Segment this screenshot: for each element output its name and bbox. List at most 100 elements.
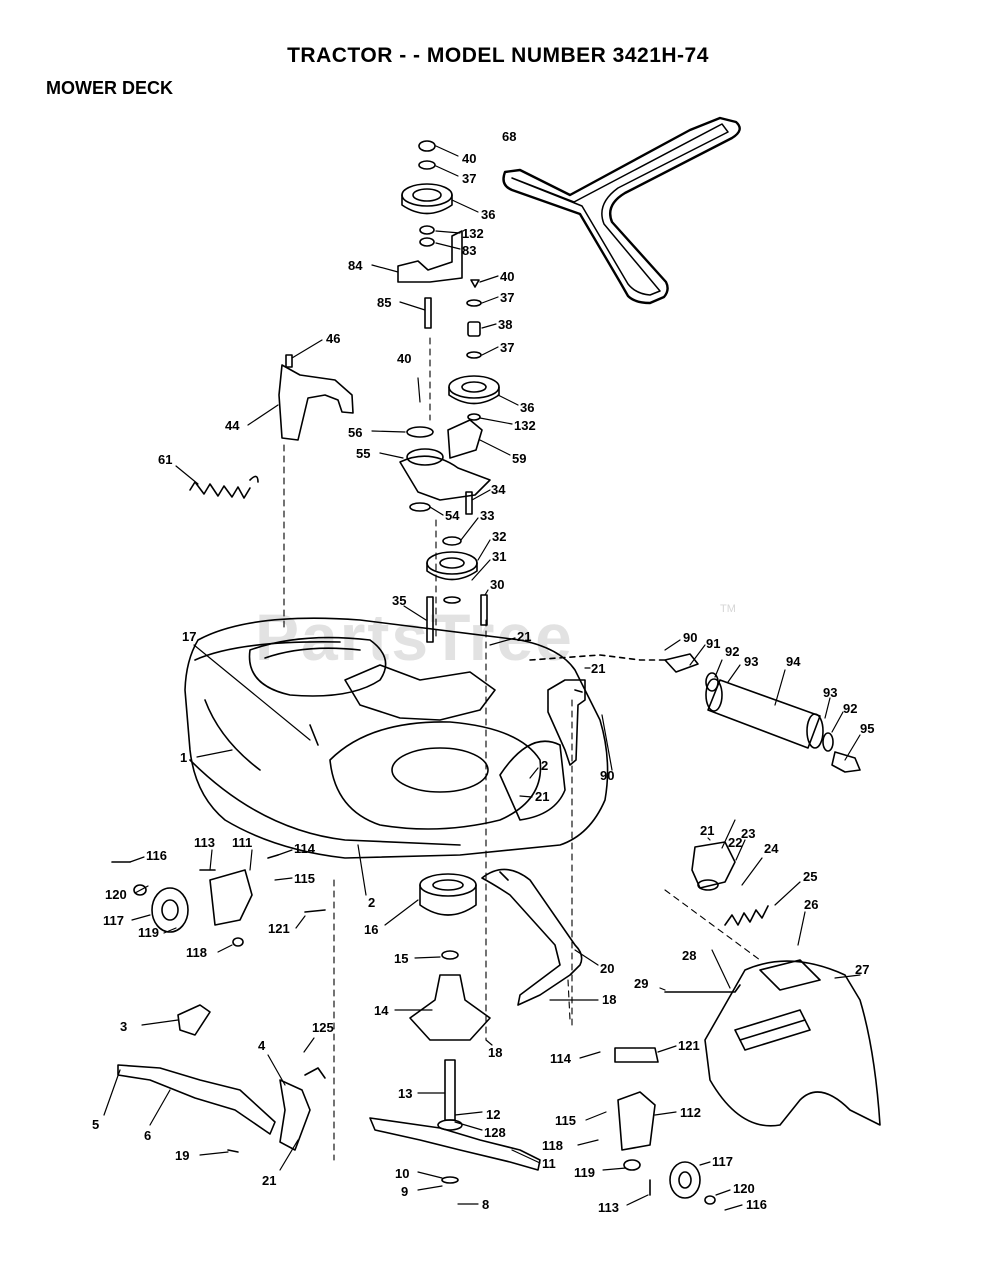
part-label: 21 [535, 789, 549, 804]
part-label: 2 [541, 758, 548, 773]
part-label: 90 [683, 630, 697, 645]
part-label: 116 [146, 848, 167, 863]
part-label: 29 [634, 976, 648, 991]
part-label: 22 [728, 835, 742, 850]
part-label: 19 [175, 1148, 189, 1163]
part-label: 132 [514, 418, 536, 433]
part-label: 114 [550, 1051, 572, 1066]
part-label: 36 [481, 207, 495, 222]
part-label: 21 [517, 629, 531, 644]
part-label: 3 [120, 1019, 127, 1034]
part-label: 59 [512, 451, 526, 466]
section-subtitle: MOWER DECK [46, 78, 173, 98]
part-label: 37 [500, 340, 514, 355]
part-label: 112 [680, 1105, 701, 1120]
part-label: 46 [326, 331, 340, 346]
part-label: 117 [103, 913, 124, 928]
part-label: 85 [377, 295, 391, 310]
part-label: 18 [602, 992, 616, 1007]
part-label: 115 [555, 1113, 576, 1128]
height-adjust-linkage [117, 1004, 326, 1153]
part-label: 119 [138, 925, 159, 940]
part-label: 61 [158, 452, 172, 467]
part-label: 118 [186, 945, 207, 960]
belt-part [502, 116, 741, 305]
part-label: 125 [312, 1020, 334, 1035]
part-label: 13 [398, 1086, 412, 1101]
part-label: 114 [294, 841, 316, 856]
part-label: 20 [600, 961, 614, 976]
part-label: 90 [600, 768, 614, 783]
hanger-bracket-part [691, 841, 769, 926]
part-label: 17 [182, 629, 196, 644]
part-label: 84 [348, 258, 363, 273]
part-label: 38 [498, 317, 512, 332]
part-label: 94 [786, 654, 801, 669]
part-label: 118 [542, 1138, 563, 1153]
part-label: 10 [395, 1166, 409, 1181]
part-label: 28 [682, 948, 696, 963]
part-label: 37 [500, 290, 514, 305]
part-label: 93 [744, 654, 758, 669]
pulley-stack-right [448, 279, 500, 421]
alignment-lines [283, 337, 761, 1161]
part-label: 56 [348, 425, 362, 440]
part-label: 1 [180, 750, 187, 765]
part-label: 26 [804, 897, 818, 912]
part-label: 21 [700, 823, 714, 838]
part-label: 92 [725, 644, 739, 659]
part-label: 36 [520, 400, 534, 415]
part-label: 121 [268, 921, 290, 936]
mower-deck-housing [184, 617, 609, 859]
idler-pulley-stack [401, 140, 453, 247]
part-label: 54 [445, 508, 460, 523]
belt-shield-part [278, 354, 354, 441]
front-roller-assembly [529, 653, 861, 773]
part-label: 31 [492, 549, 506, 564]
part-label: 14 [374, 1003, 389, 1018]
part-label: 18 [488, 1045, 502, 1060]
part-label: 9 [401, 1184, 408, 1199]
part-label: 15 [394, 951, 408, 966]
part-label: 35 [392, 593, 406, 608]
part-label: 92 [843, 701, 857, 716]
part-label: 11 [542, 1156, 556, 1171]
part-label: 6 [144, 1128, 151, 1143]
part-label: 30 [490, 577, 504, 592]
part-label: 21 [262, 1173, 276, 1188]
part-label: 4 [258, 1038, 266, 1053]
part-label: 44 [225, 418, 240, 433]
part-label: 93 [823, 685, 837, 700]
part-label: 27 [855, 962, 869, 977]
leader-lines [103, 145, 861, 1211]
deck-support-arm [481, 868, 583, 1006]
part-label: 113 [598, 1200, 619, 1215]
part-label: 113 [194, 835, 215, 850]
right-idler-assembly [614, 1047, 716, 1205]
part-label: 91 [706, 636, 720, 651]
page-title: TRACTOR - - MODEL NUMBER 3421H-74 [287, 44, 709, 67]
part-label: 34 [491, 482, 506, 497]
part-label: 117 [712, 1154, 733, 1169]
part-label: 32 [492, 529, 506, 544]
part-label: 25 [803, 869, 817, 884]
part-label: 111 [232, 835, 252, 850]
part-label: 116 [746, 1197, 767, 1212]
part-label: 24 [764, 841, 779, 856]
part-label: 83 [462, 243, 476, 258]
part-label: 40 [462, 151, 476, 166]
mower-blade [369, 1117, 541, 1184]
part-label: 115 [294, 871, 315, 886]
mandrel-spindle [409, 873, 491, 1131]
bracket-part [397, 230, 463, 329]
part-label: 21 [591, 661, 605, 676]
part-label: 8 [482, 1197, 489, 1212]
part-label: 23 [741, 826, 755, 841]
left-idler-assembly [111, 854, 326, 947]
part-label: 2 [368, 895, 375, 910]
part-label: 40 [500, 269, 514, 284]
part-label: 37 [462, 171, 476, 186]
part-label: 16 [364, 922, 378, 937]
part-label: 95 [860, 721, 874, 736]
